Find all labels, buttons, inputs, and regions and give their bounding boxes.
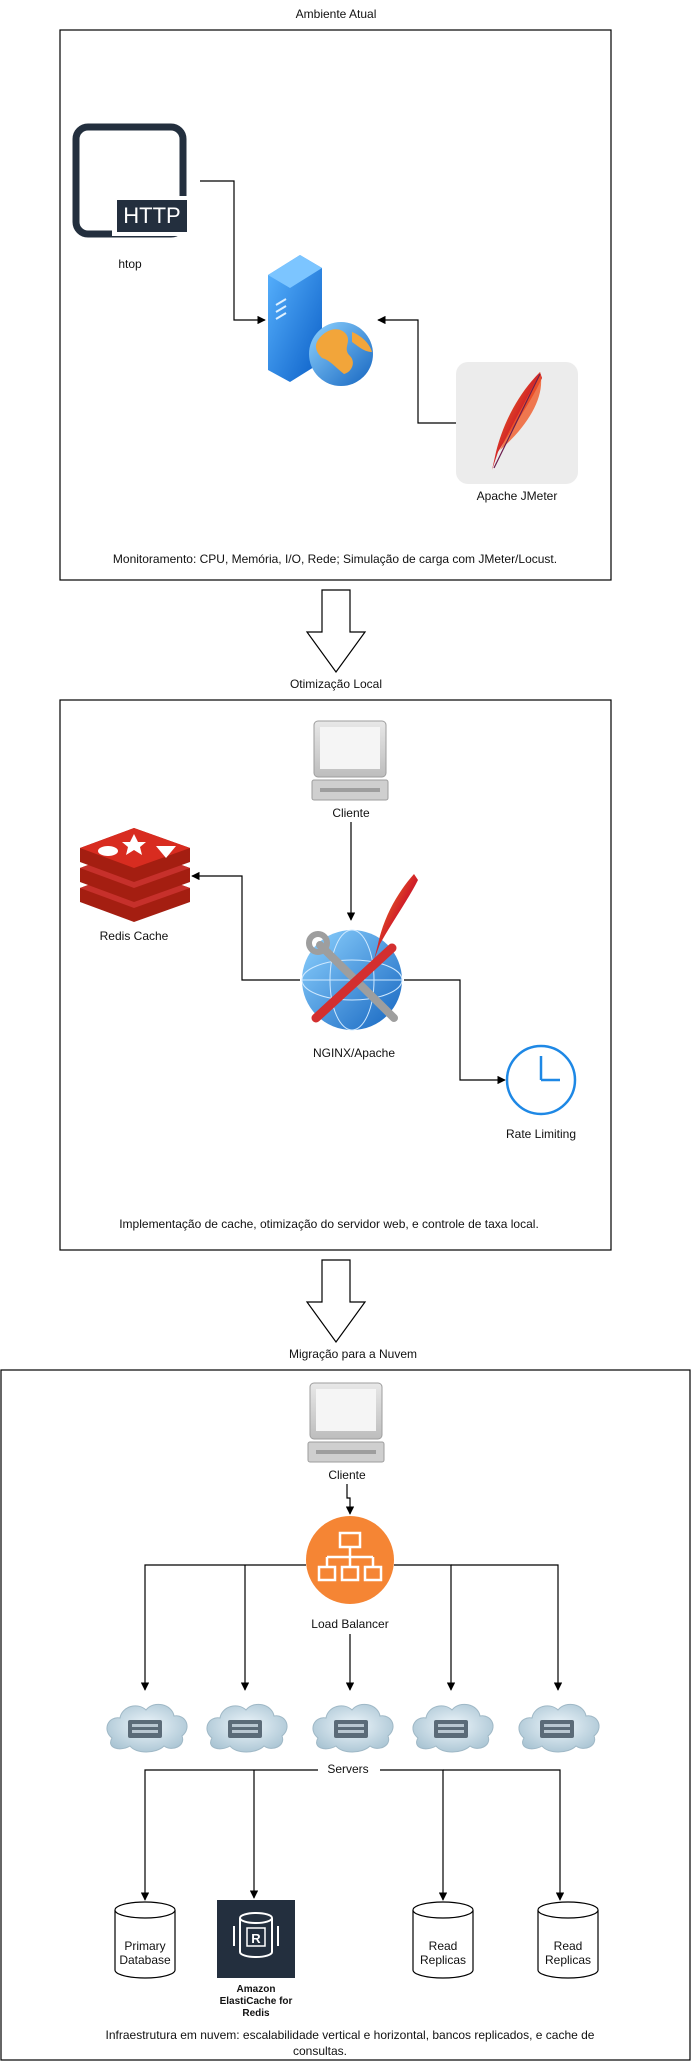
primary-database-icon — [114, 1901, 176, 1979]
server-icon-5 — [518, 1703, 600, 1753]
section1-container — [59, 29, 612, 581]
section3-footer-line2: consultas. — [293, 2044, 347, 2058]
web-server-icon — [268, 255, 373, 386]
edge-nginx-to-rate-limiting — [404, 979, 506, 1085]
rate-limiting-clock-icon — [505, 1044, 577, 1116]
cloud-client-computer-icon — [307, 1382, 385, 1463]
http-icon-text: HTTP — [123, 203, 180, 228]
apache-jmeter-icon — [456, 362, 578, 484]
servers-label: Servers — [327, 1762, 368, 1776]
rate-limiting-label: Rate Limiting — [506, 1127, 576, 1141]
elasticache-label-line2: ElastiCache for — [220, 1996, 293, 2007]
edge-lb-to-server-5 — [451, 1564, 563, 1691]
nginx-apache-label: NGINX/Apache — [313, 1046, 395, 1060]
edge-servers-to-primary-db — [140, 1769, 318, 1901]
section2-container — [59, 699, 612, 1251]
flow-arrow-2 — [305, 1259, 367, 1344]
primary-database-label-line1: Primary — [124, 1939, 165, 1953]
section1-title: Ambiente Atual — [296, 7, 377, 21]
server-icon-4 — [412, 1703, 494, 1753]
server-icon-1 — [106, 1703, 188, 1753]
elasticache-glyph: R — [251, 1931, 261, 1946]
elasticache-label-line3: Redis — [242, 2008, 270, 2019]
flow-arrow-1 — [305, 589, 367, 674]
section3-container — [0, 1369, 691, 2061]
elasticache-redis-icon — [217, 1900, 295, 1978]
client-computer-icon — [311, 720, 389, 801]
redis-cache-icon — [80, 828, 190, 922]
servers-label-bg — [318, 1760, 380, 1778]
edge-servers-to-replica-1 — [380, 1769, 448, 1901]
load-balancer-icon — [306, 1516, 394, 1604]
section2-title: Otimização Local — [290, 677, 382, 691]
edge-nginx-to-redis — [191, 871, 300, 981]
edge-lb-to-server-1 — [140, 1564, 306, 1691]
read-replica-2-icon — [537, 1901, 599, 1979]
read-replica-2-label-line1: Read — [554, 1939, 583, 1953]
htop-label: htop — [118, 257, 142, 271]
primary-database-label-line2: Database — [119, 1953, 171, 1967]
client-label: Cliente — [332, 806, 370, 820]
load-balancer-label: Load Balancer — [311, 1617, 388, 1631]
elasticache-label-line1: Amazon — [237, 1984, 276, 1995]
apache-jmeter-label: Apache JMeter — [477, 489, 558, 503]
read-replica-2-label-line2: Replicas — [545, 1953, 591, 1967]
cloud-client-label: Cliente — [328, 1468, 366, 1482]
server-icon-3 — [312, 1703, 394, 1753]
edge-servers-to-replica-2 — [443, 1769, 565, 1901]
edge-jmeter-to-server — [377, 315, 456, 424]
redis-cache-label: Redis Cache — [100, 929, 169, 943]
edge-lb-to-server-4 — [394, 1564, 456, 1691]
section3-title: Migração para a Nuvem — [289, 1347, 417, 1361]
server-icon-2 — [206, 1703, 288, 1753]
section3-footer-line1: Infraestrutura em nuvem: escalabilidade … — [106, 2028, 595, 2042]
read-replica-1-icon — [412, 1901, 474, 1979]
edge-htop-to-server — [200, 180, 266, 325]
read-replica-1-label-line2: Replicas — [420, 1953, 466, 1967]
nginx-apache-icon — [301, 874, 418, 1031]
edge-client-to-lb — [345, 1484, 355, 1515]
section2-footer: Implementação de cache, otimização do se… — [119, 1217, 539, 1231]
read-replica-1-label-line1: Read — [429, 1939, 458, 1953]
section1-footer: Monitoramento: CPU, Memória, I/O, Rede; … — [113, 552, 557, 566]
http-icon — [72, 123, 188, 238]
